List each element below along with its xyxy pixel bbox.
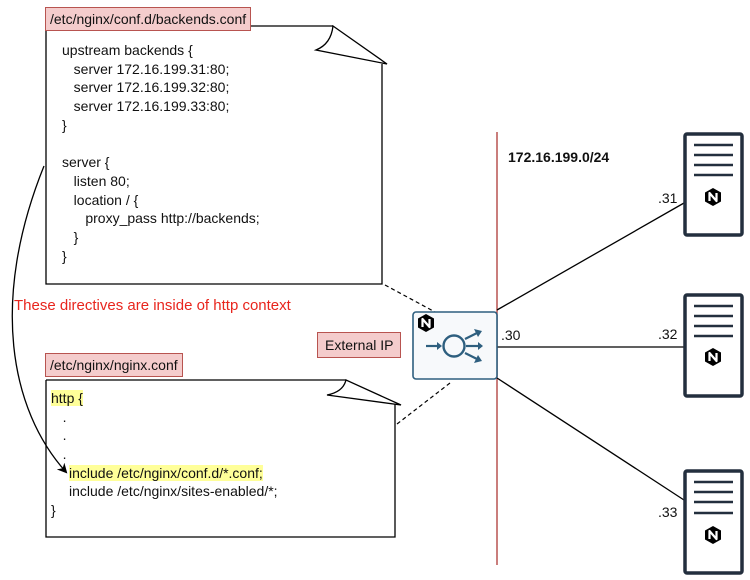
lb-ip-label: .30	[501, 327, 521, 343]
include-arrow	[11, 165, 68, 474]
highlighted-code-text: http {	[51, 390, 83, 406]
http-context-annotation: These directives are inside of http cont…	[14, 297, 291, 314]
server-31-ip-label: .31	[658, 190, 678, 206]
load-balancer-icon	[426, 329, 483, 363]
code-line: location / {	[62, 191, 139, 208]
nginx-conf-filename: /etc/nginx/nginx.conf	[45, 353, 183, 377]
code-text: .	[51, 427, 67, 444]
code-line: }	[62, 228, 79, 245]
code-line: server {	[62, 154, 110, 171]
code-line: .	[51, 445, 278, 464]
server-32[interactable]	[683, 293, 744, 398]
external-ip-label: External IP	[317, 332, 402, 358]
code-line: }	[62, 116, 67, 133]
server-rack-lines-icon	[694, 143, 733, 177]
link-server-31	[496, 202, 685, 311]
code-line: include /etc/nginx/sites-enabled/*;	[51, 482, 278, 501]
code-line	[62, 134, 260, 153]
code-line: server 172.16.199.33:80;	[62, 98, 230, 115]
code-text: .	[51, 408, 67, 425]
backends-conf-code: upstream backends { server 172.16.199.31…	[62, 41, 260, 265]
load-balancer[interactable]	[412, 311, 498, 380]
highlighted-code-text: include /etc/nginx/conf.d/*.conf;	[69, 464, 263, 481]
code-text: include /etc/nginx/sites-enabled/*;	[69, 483, 278, 500]
dashed-connector-backends	[384, 284, 436, 313]
code-text: .	[51, 446, 67, 463]
server-33-ip-label: .33	[658, 504, 678, 520]
code-line: upstream backends {	[62, 42, 193, 58]
nginx-conf-code: http { . . .include /etc/nginx/conf.d/*.…	[51, 389, 278, 520]
dashed-connector-nginx	[396, 382, 451, 425]
code-line: server 172.16.199.32:80;	[62, 79, 230, 96]
server-rack-lines-icon	[694, 304, 733, 338]
server-33[interactable]	[683, 469, 744, 575]
code-line: http {	[51, 389, 278, 408]
code-line: }	[51, 501, 278, 520]
code-line: proxy_pass http://backends;	[62, 210, 260, 227]
server-rack-lines-icon	[694, 480, 733, 515]
server-31[interactable]	[683, 132, 744, 237]
code-line: server 172.16.199.31:80;	[62, 60, 230, 77]
server-32-ip-label: .32	[658, 326, 678, 342]
subnet-label: 172.16.199.0/24	[508, 149, 610, 165]
link-server-33	[496, 377, 685, 501]
backends-conf-filename: /etc/nginx/conf.d/backends.conf	[45, 7, 252, 31]
code-line: listen 80;	[62, 172, 130, 189]
code-text: }	[51, 502, 56, 519]
nginx-conf-document	[45, 379, 402, 538]
code-line: .	[51, 426, 278, 445]
code-line: include /etc/nginx/conf.d/*.conf;	[51, 464, 278, 483]
code-line: }	[62, 247, 67, 264]
code-line: .	[51, 408, 278, 427]
